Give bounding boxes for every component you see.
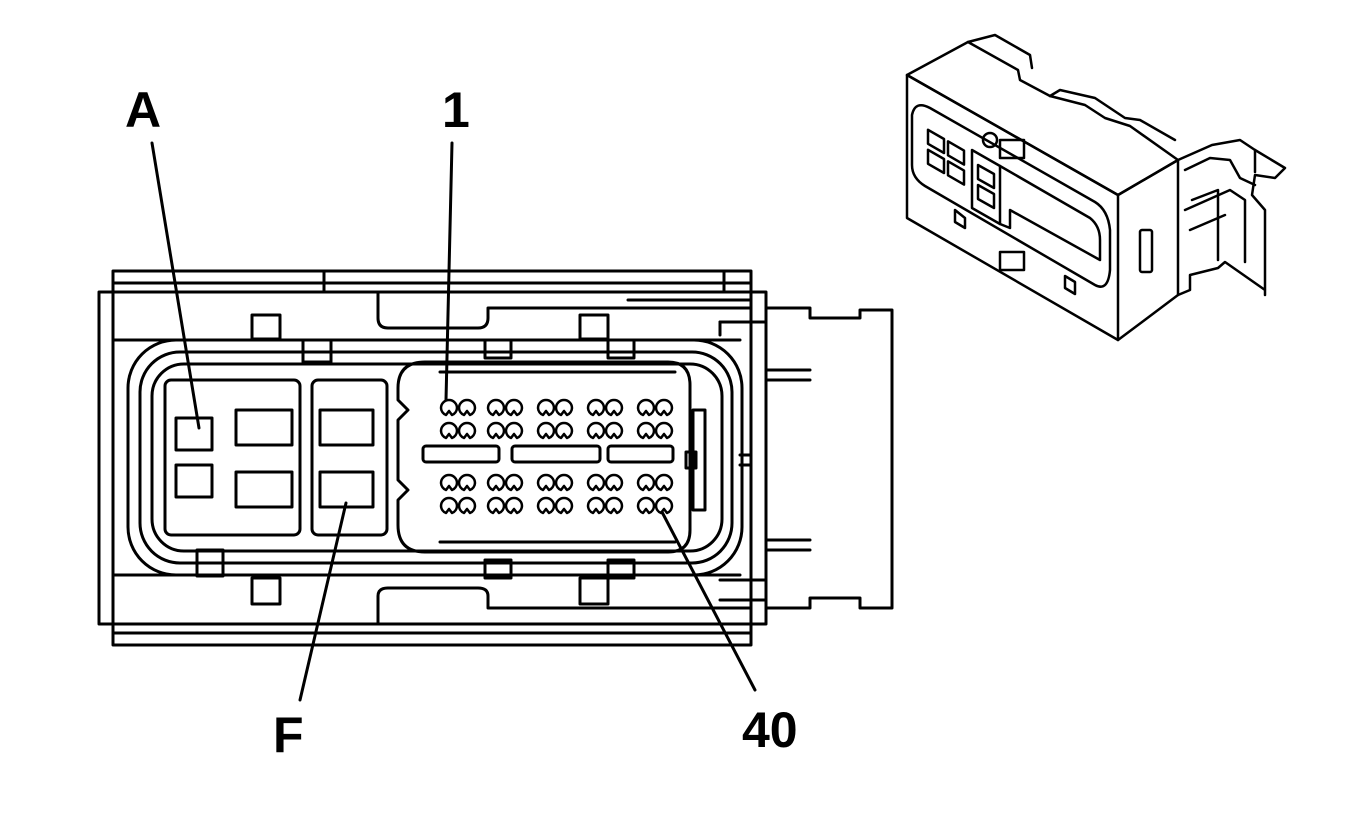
label-pin-40: 40 <box>742 702 798 758</box>
pin-cavity <box>506 475 522 490</box>
cavity-b <box>176 465 212 497</box>
leader-line-40 <box>662 512 755 690</box>
pin-cavity <box>556 400 572 415</box>
iso-rear-latch <box>1178 140 1285 295</box>
top-lock-tab-right <box>580 315 608 339</box>
pin-cavity <box>538 498 554 513</box>
pin-cavity <box>638 498 654 513</box>
leader-line-1 <box>446 143 452 400</box>
pin-cavity-grid <box>441 400 672 513</box>
pin-cavity <box>638 423 654 438</box>
bottom-latch-recess <box>378 588 750 624</box>
top-latch-recess <box>378 292 750 328</box>
pin-cavity <box>459 400 475 415</box>
pin-cavity <box>656 400 672 415</box>
label-cavity-a: A <box>125 82 162 138</box>
pin-divider-1 <box>423 446 499 462</box>
pin-cavity <box>588 475 604 490</box>
iso-front-opening <box>912 105 1110 286</box>
bottom-lock-tab-right <box>580 578 608 604</box>
pin-cavity <box>506 400 522 415</box>
seal-ring-inner <box>152 364 722 551</box>
label-pin-1: 1 <box>442 82 470 138</box>
pin-block-side-rib <box>693 410 705 510</box>
iso-right-face <box>1118 160 1178 340</box>
pin-cavity <box>459 423 475 438</box>
connector-isometric-view <box>907 35 1285 340</box>
pin-cavity <box>441 475 457 490</box>
pin-cavity <box>459 475 475 490</box>
pin-cavity <box>538 475 554 490</box>
pin-cavity <box>588 400 604 415</box>
pin-cavity <box>556 475 572 490</box>
cavity-d <box>236 472 292 507</box>
pin-cavity <box>506 498 522 513</box>
large-terminal-block <box>165 380 300 535</box>
pin-cavity <box>606 423 622 438</box>
pin-cavity <box>656 498 672 513</box>
pin-cavity <box>459 498 475 513</box>
pin-cavity <box>488 400 504 415</box>
pin-cavity <box>488 423 504 438</box>
seal-ring-middle <box>140 352 732 563</box>
rear-extension <box>766 308 892 608</box>
housing-inner-frame <box>113 292 751 624</box>
pin-cavity <box>488 475 504 490</box>
pin-cavity <box>441 423 457 438</box>
top-lock-tab-left <box>252 315 280 339</box>
cavity-c <box>236 410 292 445</box>
pin-cavity <box>556 423 572 438</box>
signal-pin-block <box>398 362 690 552</box>
cavity-a <box>176 418 212 450</box>
seal-ring-outer <box>128 340 742 575</box>
pin-cavity <box>556 498 572 513</box>
pin-cavity <box>656 475 672 490</box>
pin-cavity <box>606 498 622 513</box>
pin-cavity <box>538 400 554 415</box>
pin-cavity <box>488 498 504 513</box>
pin-cavity <box>506 423 522 438</box>
pin-cavity <box>588 423 604 438</box>
pin-divider-2 <box>512 446 600 462</box>
pin-cavity <box>638 475 654 490</box>
label-cavity-f: F <box>273 707 304 763</box>
iso-front-face <box>907 75 1118 340</box>
medium-terminal-block <box>312 380 387 535</box>
pin-cavity <box>656 423 672 438</box>
leader-line-a <box>152 143 199 428</box>
leader-line-f <box>300 503 346 700</box>
pin-cavity <box>588 498 604 513</box>
pin-divider-3 <box>608 446 673 462</box>
pin-cavity <box>441 400 457 415</box>
pin-cavity <box>606 400 622 415</box>
pin-cavity <box>538 423 554 438</box>
pin-cavity <box>638 400 654 415</box>
bottom-lock-tab-left <box>252 578 280 604</box>
connector-front-view <box>99 143 892 700</box>
cavity-e <box>320 410 373 445</box>
pin-cavity <box>441 498 457 513</box>
pin-cavity <box>606 475 622 490</box>
